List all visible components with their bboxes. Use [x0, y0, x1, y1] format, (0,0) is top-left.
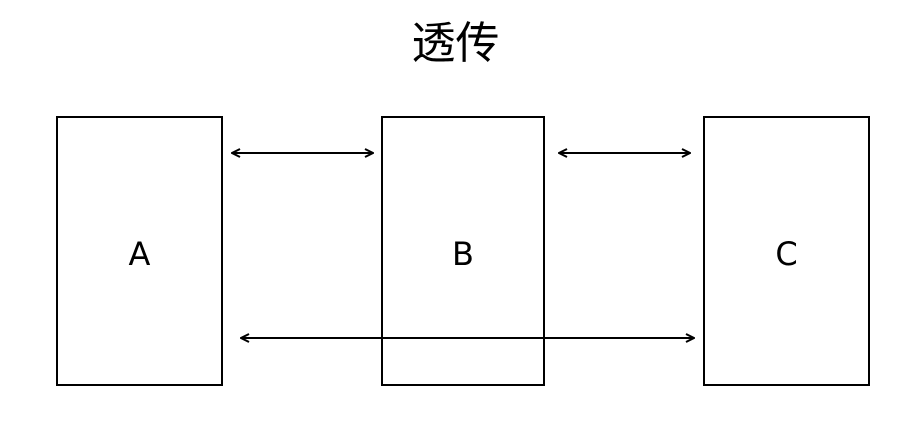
box-b: B [381, 116, 545, 386]
diagram-title: 透传 [411, 18, 500, 69]
box-a-label: A [129, 235, 151, 273]
box-c-label: C [775, 235, 797, 273]
box-c: C [703, 116, 870, 386]
box-a: A [56, 116, 223, 386]
box-b-label: B [452, 235, 474, 273]
